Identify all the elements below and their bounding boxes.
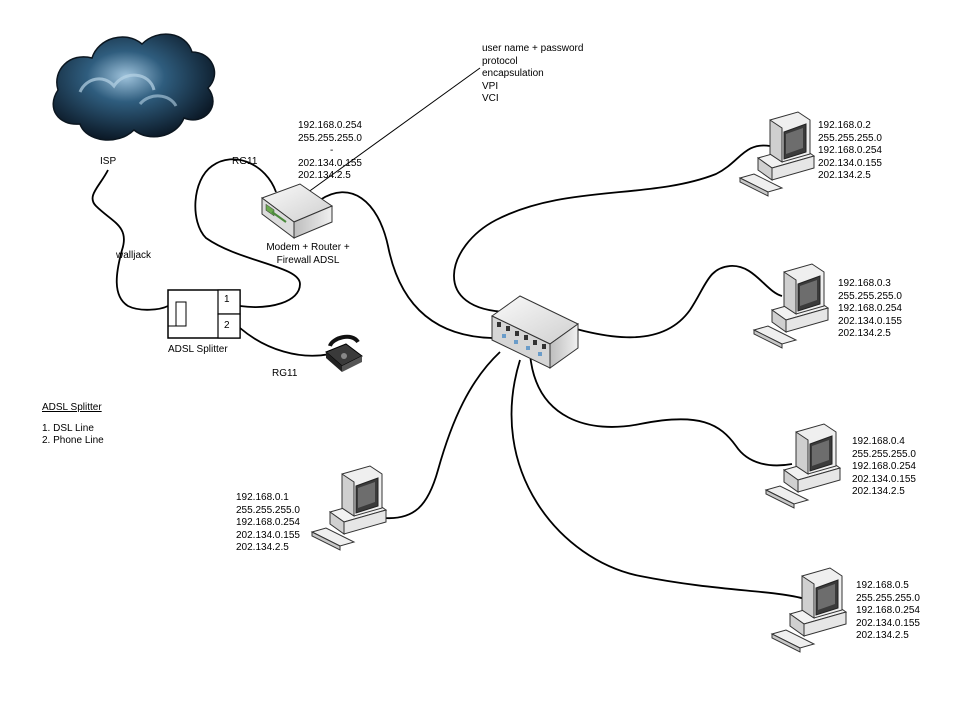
computer-1-config: 192.168.0.1 255.255.255.0 192.168.0.254 …: [236, 492, 300, 555]
modem-setting-line: VCI: [482, 93, 499, 104]
walljack-label: walljack: [116, 250, 152, 261]
modem-label-line-2: Firewall ADSL: [276, 254, 340, 266]
ip-line: 192.168.0.254: [838, 303, 902, 314]
ip-line: 255.255.255.0: [852, 448, 916, 460]
modem-setting-line: encapsulation: [482, 68, 544, 79]
computer-icon-5: [771, 567, 847, 653]
ip-line: 202.134.2.5: [856, 630, 909, 641]
computer-3-config: 192.168.0.3 255.255.255.0 192.168.0.254 …: [838, 278, 902, 341]
ip-line: 192.168.0.254: [818, 145, 882, 156]
telephone-icon: [325, 334, 363, 372]
ip-line: 192.168.0.254: [856, 605, 920, 616]
modem-router-icon: [260, 183, 334, 239]
ip-line: 192.168.0.3: [838, 278, 891, 289]
ip-line: 202.134.0.155: [856, 617, 920, 629]
ip-line: 202.134.0.155: [838, 315, 902, 327]
rg11-top-label: RG11: [232, 156, 258, 167]
splitter-label: ADSL Splitter: [168, 344, 228, 355]
computer-5-config: 192.168.0.5 255.255.255.0 192.168.0.254 …: [856, 580, 920, 643]
legend: ADSL Splitter 1. DSL Line 2. Phone Line: [42, 402, 104, 448]
wan-config: 192.168.0.254 255.255.255.0 - 202.134.0.…: [298, 120, 362, 183]
computer-icon-2: [739, 111, 815, 197]
modem-settings: user name + password protocol encapsulat…: [482, 43, 583, 106]
modem-setting-line: VPI: [482, 80, 499, 92]
modem-label: Modem + Router + Firewall ADSL: [256, 242, 360, 267]
ip-line: 192.168.0.2: [818, 120, 871, 131]
wan-config-line: 255.255.255.0: [298, 132, 362, 144]
ip-line: 192.168.0.254: [852, 461, 916, 472]
computer-2-config: 192.168.0.2 255.255.255.0 192.168.0.254 …: [818, 120, 882, 183]
wan-config-line: 202.134.0.155: [298, 157, 362, 169]
adsl-splitter-icon: [167, 289, 241, 339]
ip-line: 255.255.255.0: [838, 290, 902, 302]
ip-line: 255.255.255.0: [818, 132, 882, 144]
ip-line: 202.134.2.5: [838, 328, 891, 339]
isp-label: ISP: [100, 156, 117, 167]
splitter-port-2: 2: [224, 320, 230, 331]
network-switch-icon: [491, 295, 579, 369]
modem-label-line-1: Modem + Router +: [266, 242, 350, 253]
ip-line: 202.134.2.5: [852, 486, 905, 497]
ip-line: 202.134.0.155: [236, 529, 300, 541]
ip-line: 192.168.0.5: [856, 580, 909, 591]
wan-config-line: 192.168.0.254: [298, 120, 362, 131]
ip-line: 202.134.2.5: [818, 170, 871, 181]
cables: [91, 67, 809, 601]
ip-line: 255.255.255.0: [856, 592, 920, 604]
ip-line: 192.168.0.254: [236, 517, 300, 528]
computer-4-config: 192.168.0.4 255.255.255.0 192.168.0.254 …: [852, 436, 916, 499]
isp-cloud-icon: [52, 33, 216, 141]
wan-config-line: 202.134.2.5: [298, 170, 351, 181]
modem-setting-line: user name + password: [482, 43, 584, 54]
computer-icon-3: [753, 263, 829, 349]
computer-icon-1: [311, 465, 387, 551]
ip-line: 255.255.255.0: [236, 504, 300, 516]
legend-item: 1. DSL Line: [42, 422, 94, 434]
legend-title: ADSL Splitter: [42, 402, 102, 413]
ip-line: 202.134.0.155: [818, 157, 882, 169]
ip-line: 202.134.0.155: [852, 473, 916, 485]
rg11-bottom-label: RG11: [272, 368, 298, 379]
legend-item: 2. Phone Line: [42, 435, 104, 446]
ip-line: 202.134.2.5: [236, 542, 289, 553]
modem-setting-line: protocol: [482, 55, 518, 67]
splitter-port-1: 1: [224, 294, 230, 305]
wan-config-line: -: [330, 145, 334, 156]
ip-line: 192.168.0.1: [236, 492, 289, 503]
ip-line: 192.168.0.4: [852, 436, 905, 447]
